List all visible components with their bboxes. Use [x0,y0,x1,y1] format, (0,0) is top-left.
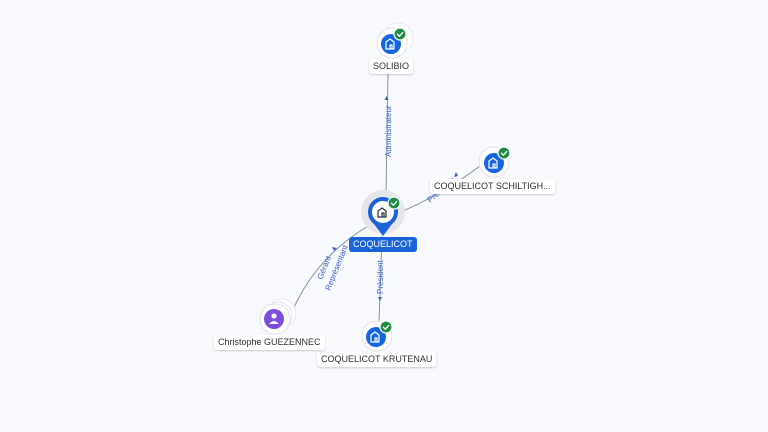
building-icon [370,331,380,343]
node-christophe-guezennec[interactable] [259,298,297,335]
building-icon [385,38,395,50]
node-coquelicot-schiltigheim[interactable] [478,146,511,178]
node-label-coquelicot-krutenau[interactable]: COQUELICOT KRUTENAU [317,352,437,367]
verified-badge [393,27,407,41]
building-icon [377,207,387,218]
edge-label-president-krutenau: Président [376,259,385,294]
node-coquelicot-krutenau[interactable] [361,320,393,352]
edge-solibio-coquelicot[interactable]: Administrateur [384,73,393,197]
person-icon [269,313,279,324]
edge-arrow [332,247,337,251]
edge-arrow [384,96,389,100]
node-label-christophe-guezennec[interactable]: Christophe GUEZENNEC [214,335,325,350]
edge-arrow [454,172,458,177]
node-solibio[interactable] [376,22,414,59]
node-label-coquelicot[interactable]: COQUELICOT [349,237,417,252]
edge-label-administrateur: Administrateur [384,105,393,157]
edge-arrow [378,297,382,301]
node-label-coquelicot-schiltigheim[interactable]: COQUELICOT SCHILTIGH... [430,179,555,194]
verified-badge [387,196,401,210]
node-label-solibio[interactable]: SOLIBIO [369,59,414,74]
node-coquelicot[interactable] [361,190,405,236]
building-icon [488,157,498,169]
verified-badge [379,320,393,334]
verified-badge [497,146,511,160]
